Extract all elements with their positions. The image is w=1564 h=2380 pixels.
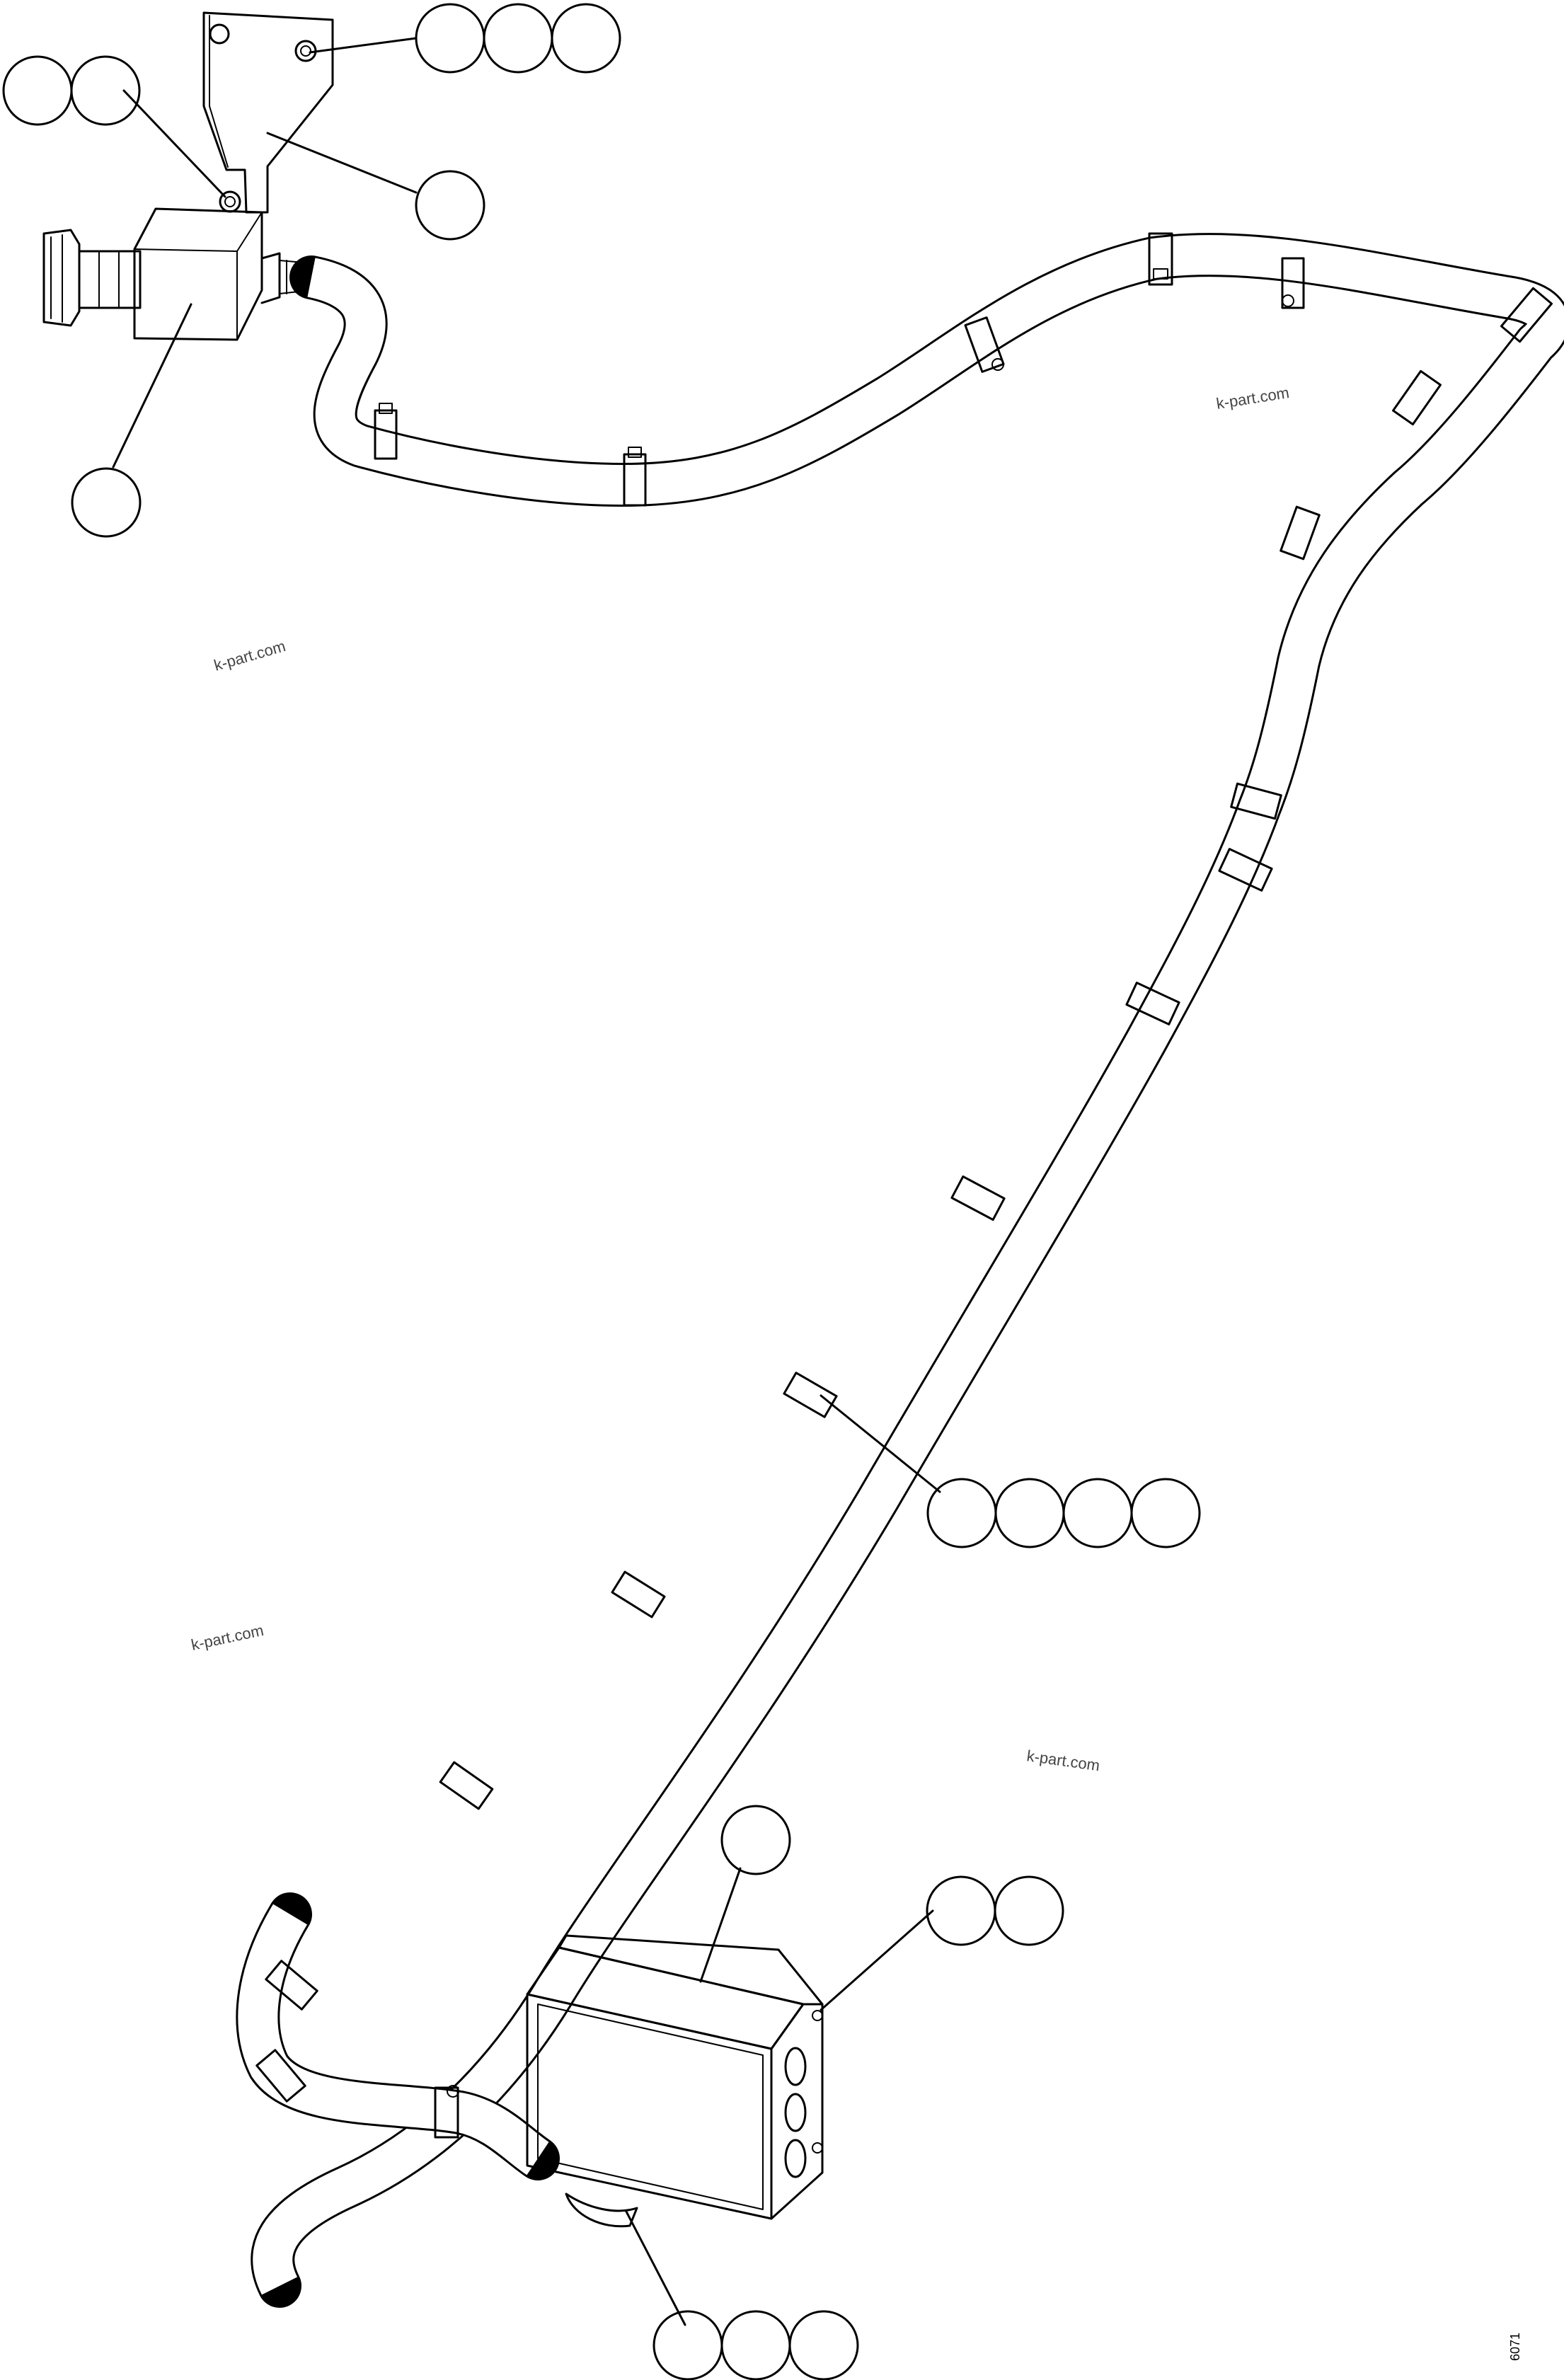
harness-clip (374, 403, 398, 460)
harness-tube-lower (236, 1892, 560, 2180)
harness-clip (1392, 369, 1442, 426)
callout-balloon (71, 467, 142, 538)
junction-box (526, 1934, 824, 2228)
harness-clip (1218, 848, 1273, 892)
watermark: k-part.com (190, 1621, 265, 1654)
callout-balloon (2, 55, 73, 126)
watermark: k-part.com (1215, 384, 1291, 413)
callout-box-fastener-group (926, 1875, 1064, 1946)
callout-balloon (1062, 1478, 1133, 1548)
callout-balloon (994, 1478, 1065, 1548)
harness-clip (783, 1372, 838, 1418)
callout-balloon (415, 3, 485, 74)
harness-clip (1148, 232, 1173, 286)
callout-balloon (926, 1875, 996, 1946)
callout-balloon (720, 2310, 791, 2380)
harness-clip (623, 447, 647, 507)
harness-clip (611, 1570, 666, 1619)
callout-balloon (994, 1875, 1064, 1946)
callout-balloon (652, 2310, 723, 2380)
callout-balloon (788, 2310, 859, 2380)
harness-clip (265, 1960, 318, 2011)
watermark: k-part.com (212, 637, 287, 674)
harness-clip (1280, 505, 1321, 560)
harness-clip (950, 1175, 1006, 1221)
callout-bracket (415, 170, 485, 241)
harness-clip (1230, 782, 1282, 820)
harness-clip (1125, 982, 1180, 1025)
mounting-bracket (202, 11, 334, 214)
callout-harness-clip-group (926, 1478, 1201, 1548)
callout-box-gland-group (652, 2310, 859, 2380)
harness-clip (964, 316, 1005, 373)
callout-balloon (70, 55, 141, 126)
callout-balloon (1130, 1478, 1201, 1548)
leader-lines (112, 37, 941, 2326)
callout-connector-socket (71, 467, 142, 538)
watermark: k-part.com (1025, 1747, 1100, 1774)
harness-clip (439, 1761, 494, 1810)
callout-bracket-fastener-group (2, 55, 141, 126)
callout-balloon (415, 170, 485, 241)
harness-clips (255, 232, 1553, 2139)
callout-balloon (483, 3, 553, 74)
callout-balloon (926, 1478, 997, 1548)
callout-junction-box (720, 1805, 791, 1875)
figure-reference: 6071 (1508, 2333, 1522, 2361)
harness-clip (1500, 287, 1553, 343)
harness-clip (1281, 257, 1305, 309)
callout-nut-washer-group (415, 3, 621, 74)
callout-balloon (720, 1805, 791, 1875)
harness-clip (255, 2049, 306, 2103)
harness-clip (434, 2085, 459, 2139)
harness-tube (251, 233, 1564, 2308)
connector-socket (42, 207, 312, 341)
callout-balloon (551, 3, 621, 74)
